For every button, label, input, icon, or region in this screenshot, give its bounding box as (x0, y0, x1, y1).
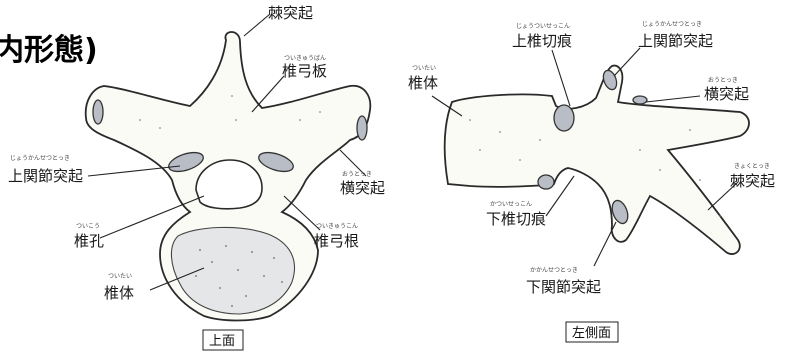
leader-inf-articular (594, 222, 616, 266)
label-lamina: 椎弓板 (282, 62, 327, 80)
superior-view-transverse-tip-left (93, 100, 103, 124)
caption-superior: 上面 (209, 334, 235, 349)
lateral-view-facet-superior-notch (554, 105, 574, 131)
ruby-transverse-lateral: おうとっき (708, 77, 738, 84)
label-inferior-articular: 下関節突起 (526, 278, 601, 296)
label-superior-articular-superior: 上関節突起 (8, 167, 83, 185)
label-vertebral-body-superior: 椎体 (104, 284, 134, 302)
label-inferior-vertebral-notch: 下椎切痕 (486, 210, 546, 228)
label-superior-articular-lateral: 上関節突起 (638, 32, 713, 50)
ruby-pedicle: ついきゅうこん (316, 223, 358, 230)
ruby-vertebral-body-lateral: ついたい (412, 65, 436, 72)
label-vertebral-foramen: 椎孔 (74, 232, 104, 250)
label-spinous-process-lateral: 棘突起 (730, 172, 775, 190)
label-spinous-process-superior: 棘突起 (268, 4, 313, 22)
ruby-lamina: ついきゅうばん (284, 54, 326, 62)
leader-sup-notch (552, 50, 570, 106)
ruby-spinous-process-lateral: きょくとっき (734, 163, 770, 170)
ruby-inferior-articular: かかんせつとっき (530, 267, 578, 274)
label-transverse-superior: 横突起 (340, 179, 385, 197)
lateral-view: じょうついせっこん 上椎切痕 じょうかんせつとっき 上関節突起 ついたい 椎体 … (408, 21, 775, 342)
ruby-transverse-superior: おうとっき (342, 171, 372, 178)
lateral-view-facet-inferior-notch (538, 175, 554, 189)
ruby-superior-articular-lateral: じょうかんせつとっき (642, 21, 702, 28)
superior-view-transverse-tip-right (357, 116, 367, 140)
leader-transverse-lateral (646, 96, 700, 102)
lateral-view-facet-transverse (633, 96, 647, 104)
label-superior-vertebral-notch: 上椎切痕 (512, 32, 572, 50)
ruby-vertebral-foramen: ついこう (76, 223, 100, 230)
ruby-inferior-vertebral-notch: かついせっこん (490, 201, 532, 208)
leader-sup-articular-lateral (614, 48, 640, 76)
caption-lateral: 左側面 (572, 326, 611, 341)
label-pedicle: 椎弓根 (314, 232, 359, 250)
label-vertebral-body-lateral: 椎体 (408, 74, 438, 92)
ruby-superior-vertebral-notch: じょうついせっこん (516, 23, 570, 30)
ruby-vertebral-body-superior: ついたい (108, 273, 132, 280)
label-transverse-lateral: 横突起 (704, 85, 749, 103)
title: 内形態) (0, 33, 98, 68)
leader-spinous-superior (244, 14, 270, 36)
ruby-superior-articular-superior: じょうかんせつとっき (10, 155, 70, 162)
